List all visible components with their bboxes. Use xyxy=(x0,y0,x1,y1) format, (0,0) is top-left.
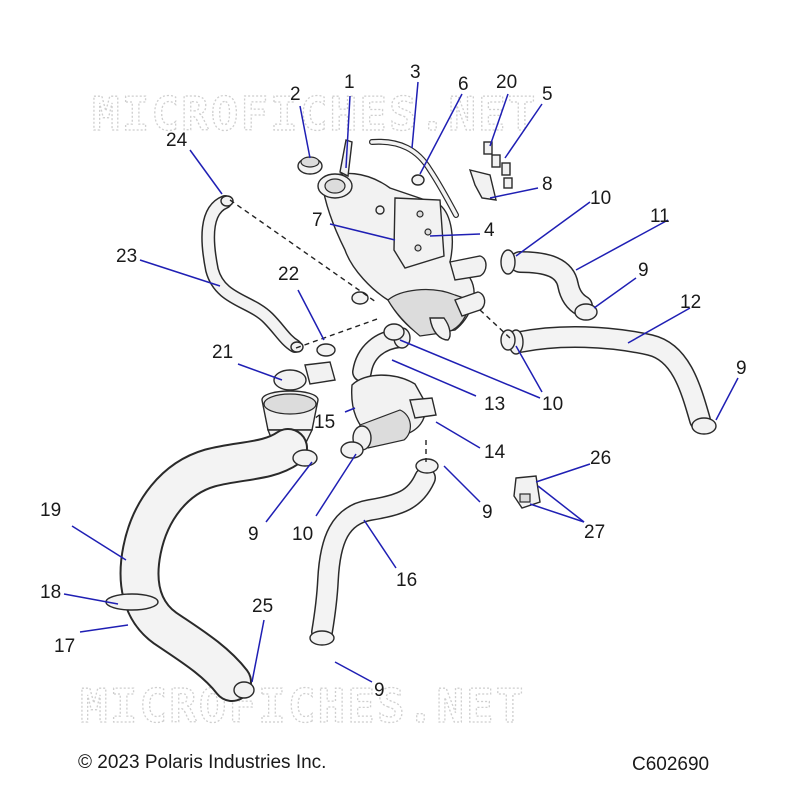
callout-9-c: 9 xyxy=(482,502,493,523)
copyright-notice: © 2023 Polaris Industries Inc. xyxy=(78,752,327,773)
sensor-26 xyxy=(513,475,541,509)
hose-13 xyxy=(352,328,410,382)
callout-6: 6 xyxy=(458,74,469,95)
leader-lines xyxy=(63,81,739,683)
callout-7: 7 xyxy=(312,210,323,231)
callout-13: 13 xyxy=(484,394,505,415)
callout-2: 2 xyxy=(290,84,301,105)
callout-16: 16 xyxy=(396,570,417,591)
callout-11: 11 xyxy=(650,206,670,227)
callout-10-b: 10 xyxy=(542,394,563,415)
callout-26: 26 xyxy=(590,448,611,469)
callout-14: 14 xyxy=(484,442,506,463)
coolant-housing xyxy=(297,139,487,341)
parts-artwork xyxy=(105,138,717,702)
callout-24: 24 xyxy=(166,130,188,151)
callout-8: 8 xyxy=(542,174,553,195)
callout-12: 12 xyxy=(680,292,701,313)
callout-27: 27 xyxy=(584,522,605,543)
callout-17: 17 xyxy=(54,636,75,657)
callout-10-a: 10 xyxy=(590,188,611,209)
hose-19 xyxy=(119,428,308,702)
callout-18: 18 xyxy=(40,582,61,603)
callout-9-a: 9 xyxy=(638,260,649,281)
callout-25: 25 xyxy=(252,596,273,617)
hose-16 xyxy=(311,467,436,643)
callout-9-b: 9 xyxy=(736,358,747,379)
hose-12 xyxy=(509,325,711,431)
watermark-bottom: MICROFICHES.NET xyxy=(80,679,525,733)
callout-23: 23 xyxy=(116,246,137,267)
callout-9-e: 9 xyxy=(374,680,385,701)
callout-1: 1 xyxy=(344,72,355,93)
hose-11 xyxy=(509,251,593,317)
figure-code: C602690 xyxy=(632,754,710,775)
callout-10-c: 10 xyxy=(292,524,313,545)
callout-22: 22 xyxy=(278,264,299,285)
callout-15: 15 xyxy=(314,412,335,433)
callout-5: 5 xyxy=(542,84,553,105)
callout-9-d: 9 xyxy=(248,524,259,545)
callout-20: 20 xyxy=(496,72,517,93)
callout-3: 3 xyxy=(410,62,421,83)
callout-4: 4 xyxy=(484,220,495,241)
watermark-top: MICROFICHES.NET xyxy=(92,87,537,141)
lower-housing xyxy=(351,374,437,451)
callout-labels: 1 2 3 4 5 6 7 8 9 9 9 9 9 10 10 10 11 12… xyxy=(40,62,747,701)
callout-21: 21 xyxy=(212,342,233,363)
bolts-bracket xyxy=(468,141,513,201)
callout-19: 19 xyxy=(40,500,61,521)
